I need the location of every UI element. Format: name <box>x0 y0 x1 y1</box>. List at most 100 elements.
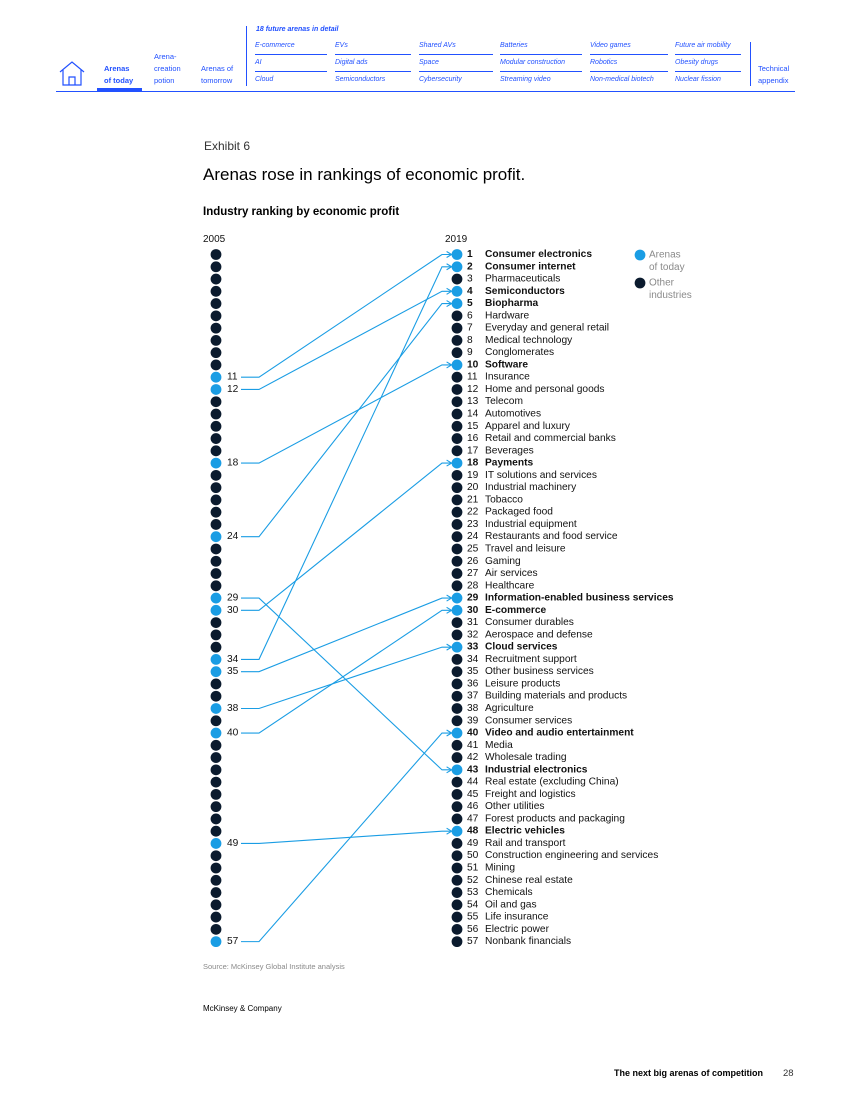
rank-number-2019: 37 <box>467 691 479 702</box>
industry-label: Healthcare <box>485 580 535 591</box>
rank-dot-2005 <box>210 543 222 555</box>
industry-label: Other utilities <box>485 801 544 812</box>
rank-dot-2019 <box>451 384 463 395</box>
rank-dot-2005 <box>210 690 222 702</box>
future-arena-link[interactable]: Modular construction <box>500 59 582 72</box>
rank-dot-2019 <box>451 911 463 923</box>
home-icon[interactable] <box>58 60 86 86</box>
rank-dot-2005 <box>210 420 222 432</box>
rank-dot-2005 <box>210 568 222 579</box>
tab-technical-appendix[interactable]: Technical appendix <box>758 64 790 85</box>
connector-line <box>241 609 451 734</box>
industry-label: Beverages <box>485 445 534 456</box>
industry-label: Automotives <box>485 409 541 420</box>
rank-number-2019: 10 <box>467 359 479 370</box>
tab-arenas-of-tomorrow[interactable]: Arenas of tomorrow <box>201 64 234 85</box>
future-arena-link[interactable]: Space <box>419 59 493 72</box>
rank-number-2019: 5 <box>467 298 473 309</box>
rank-dot-2019 <box>451 445 463 457</box>
rank-number-2019: 6 <box>467 310 473 321</box>
rank-dot-2005 <box>210 923 222 935</box>
rank-dot-2019 <box>451 457 463 469</box>
rank-number-2019: 29 <box>467 593 479 604</box>
rank-dot-2019 <box>451 396 463 408</box>
rank-dot-2019 <box>451 838 463 849</box>
future-arena-link[interactable]: Future air mobility <box>675 42 741 55</box>
rank-dot-2005 <box>210 801 222 813</box>
rank-dot-2019 <box>451 604 463 616</box>
rank-dot-2005 <box>210 776 222 788</box>
rank-number-2019: 12 <box>467 384 479 395</box>
rank-dot-2019 <box>451 850 463 862</box>
rank-dot-2005 <box>210 887 222 898</box>
connector-line <box>241 290 451 391</box>
future-arena-link[interactable]: Obesity drugs <box>675 59 741 72</box>
future-arena-link[interactable]: Robotics <box>590 59 668 72</box>
tab-arena-creation-potion[interactable]: Arena- creation potion <box>154 52 181 85</box>
future-arena-link[interactable]: Streaming video <box>500 76 551 83</box>
future-arena-link[interactable]: Non-medical biotech <box>590 76 654 83</box>
rank-dot-2005 <box>210 298 222 309</box>
industry-label: E-commerce <box>485 605 546 616</box>
rank-dot-2005 <box>210 469 222 481</box>
rank-dot-2019 <box>451 739 463 751</box>
rank-dot-2019 <box>451 923 463 935</box>
rank-label-2005: 38 <box>227 703 239 714</box>
rank-dot-2005 <box>210 334 222 346</box>
rank-dot-2019 <box>451 249 463 260</box>
rank-number-2019: 33 <box>467 642 479 653</box>
rank-number-2019: 39 <box>467 715 479 726</box>
rank-dot-2005 <box>210 764 222 776</box>
industry-label: Tobacco <box>485 494 523 505</box>
rank-dot-2019 <box>451 641 463 653</box>
rank-number-2019: 54 <box>467 899 479 910</box>
rank-dot-2005 <box>210 936 222 948</box>
rank-dot-2019 <box>451 801 463 813</box>
rank-dot-2019 <box>451 433 463 444</box>
rank-dot-2005 <box>210 408 222 420</box>
rank-dot-2005 <box>210 838 222 849</box>
rank-number-2019: 11 <box>467 372 478 383</box>
future-arena-link[interactable]: Batteries <box>500 42 582 55</box>
future-arena-link[interactable]: Semiconductors <box>335 76 386 83</box>
rank-dot-2005 <box>210 457 222 469</box>
future-arena-link[interactable]: Cloud <box>255 76 274 83</box>
future-arena-link[interactable]: Digital ads <box>335 59 411 72</box>
rank-number-2019: 31 <box>467 617 479 628</box>
rank-number-2019: 34 <box>467 654 479 665</box>
industry-label: Travel and leisure <box>485 543 566 554</box>
rank-number-2019: 51 <box>467 863 479 874</box>
rank-number-2019: 24 <box>467 531 479 542</box>
rank-number-2019: 8 <box>467 335 473 346</box>
rank-label-2005: 18 <box>227 458 239 469</box>
rank-number-2019: 14 <box>467 409 479 420</box>
future-arena-link[interactable]: E-commerce <box>255 42 327 55</box>
connector-line <box>241 597 451 771</box>
connector-line <box>241 462 451 611</box>
future-arena-link[interactable]: AI <box>255 59 327 72</box>
chart-subtitle: Industry ranking by economic profit <box>203 206 400 218</box>
rank-number-2019: 35 <box>467 666 479 677</box>
rank-dot-2005 <box>210 531 222 543</box>
rank-number-2019: 17 <box>467 445 479 456</box>
industry-label: Retail and commercial banks <box>485 433 616 444</box>
future-arena-link[interactable]: Cybersecurity <box>419 76 462 83</box>
future-arena-link[interactable]: Shared AVs <box>419 42 493 55</box>
industry-label: Electric vehicles <box>485 826 565 837</box>
industry-label: Freight and logistics <box>485 789 576 800</box>
rank-number-2019: 44 <box>467 777 479 788</box>
rank-dot-2005 <box>210 629 222 641</box>
rank-dot-2005 <box>210 899 222 911</box>
connector-line <box>241 364 451 464</box>
rank-number-2019: 50 <box>467 850 479 861</box>
rank-number-2019: 49 <box>467 838 479 849</box>
tab-arenas-of-today[interactable]: Arenas of today <box>104 64 134 85</box>
future-arena-link[interactable]: Nuclear fission <box>675 76 721 83</box>
future-arena-link[interactable]: Video games <box>590 42 668 55</box>
industry-label: Industrial equipment <box>485 519 577 530</box>
industry-label: Recruitment support <box>485 654 577 665</box>
rank-dot-2005 <box>210 715 222 727</box>
future-arena-link[interactable]: EVs <box>335 42 411 55</box>
industry-label: Construction engineering and services <box>485 850 658 861</box>
rank-dot-2019 <box>451 310 463 322</box>
